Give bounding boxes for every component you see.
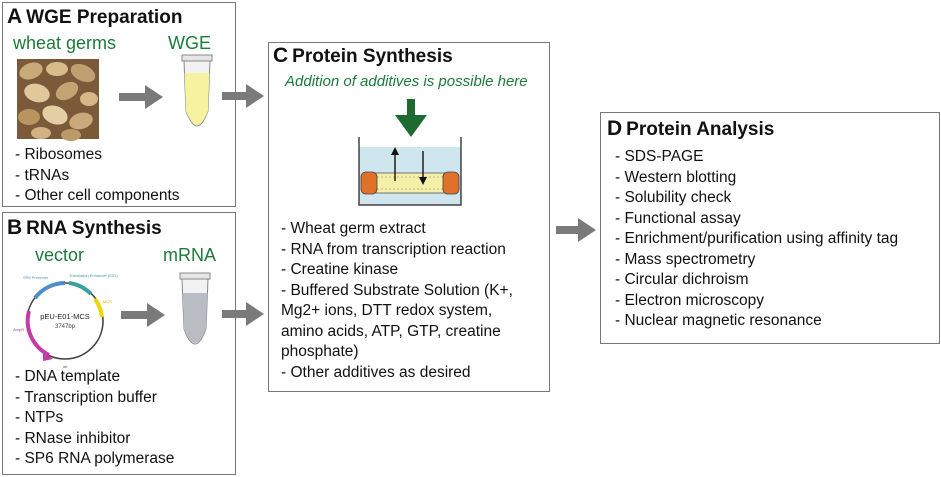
list-item: Mass spectrometry xyxy=(615,250,898,271)
mrna-tube-icon xyxy=(179,272,211,345)
arrow-wheat-to-wge xyxy=(119,85,163,109)
plasmid-name: pEU-E01-MCS xyxy=(40,312,90,321)
list-item: Electron microscopy xyxy=(615,291,898,312)
additives-arrow-icon xyxy=(395,99,427,137)
panel-a-items: Ribosomes tRNAs Other cell components xyxy=(15,145,180,207)
panel-c-items: Wheat germ extract RNA from transcriptio… xyxy=(281,219,513,383)
panel-a-letter: A xyxy=(7,5,23,28)
list-item: Creatine kinase xyxy=(281,260,513,281)
mrna-label: mRNA xyxy=(163,245,216,265)
vector-label: vector xyxy=(35,245,85,265)
panel-b-letter: B xyxy=(7,216,23,239)
additives-note: Addition of additives is possible here xyxy=(285,73,528,90)
plasmid-enhancer: Translation Enhancer (E01) xyxy=(69,273,118,278)
list-item: tRNAs xyxy=(15,166,180,187)
panel-b-title: RNA Synthesis xyxy=(26,218,162,239)
list-item: Buffered Substrate Solution (K+, xyxy=(281,281,512,302)
wge-label: WGE xyxy=(168,33,211,53)
arrow-b-to-c xyxy=(222,302,264,326)
panel-b-items: DNA template Transcription buffer NTPs R… xyxy=(15,367,174,470)
list-item: Functional assay xyxy=(615,209,898,230)
list-item-continued: phosphate) xyxy=(281,343,359,360)
list-item: Nuclear magnetic resonance xyxy=(615,311,898,332)
arrow-vector-to-mrna xyxy=(121,303,165,327)
list-item: NTPs xyxy=(15,408,174,429)
panel-c-letter: C xyxy=(273,44,289,67)
arrow-c-to-d xyxy=(556,218,596,242)
list-item: Other cell components xyxy=(15,186,179,207)
list-item: Western blotting xyxy=(615,168,898,189)
list-item-continued: Mg2+ ions, DTT redox system, xyxy=(281,302,493,319)
list-item: RNA from transcription reaction xyxy=(281,240,513,261)
list-item: SP6 RNA polymerase xyxy=(15,449,174,470)
list-item: Ribosomes xyxy=(15,145,180,166)
list-item: DNA template xyxy=(15,367,174,388)
list-item: Other additives as desired xyxy=(281,363,513,384)
list-item: Solubility check xyxy=(615,188,898,209)
list-item: Circular dichroism xyxy=(615,270,898,291)
reaction-vessel-icon xyxy=(358,137,462,206)
panel-d-items: SDS-PAGE Western blotting Solubility che… xyxy=(615,147,898,332)
panel-c-title: Protein Synthesis xyxy=(292,46,453,67)
list-item: Wheat germ extract xyxy=(281,219,513,240)
list-item: Transcription buffer xyxy=(15,388,174,409)
wheat-germs-label: wheat germs xyxy=(13,33,117,53)
panel-d-title: Protein Analysis xyxy=(626,119,775,140)
plasmid-amp: AmpR xyxy=(13,327,24,332)
plasmid-mcs: MCS xyxy=(103,299,112,304)
panel-d-letter: D xyxy=(607,117,623,140)
arrow-a-to-c xyxy=(222,84,264,108)
list-item-continued: amino acids, ATP, GTP, creatine xyxy=(281,322,501,340)
plasmid-promoter: SP6 Promoter xyxy=(23,275,49,280)
panel-a-title: WGE Preparation xyxy=(26,7,183,28)
plasmid-size: 3747bp xyxy=(55,324,76,330)
wge-tube-icon xyxy=(181,54,213,127)
list-item: SDS-PAGE xyxy=(615,147,898,168)
wheat-germs-photo xyxy=(17,59,99,141)
list-item: RNase inhibitor xyxy=(15,429,174,450)
list-item: Enrichment/purification using affinity t… xyxy=(615,229,898,250)
plasmid-map: pEU-E01-MCS 3747bp SP6 Promoter Translat… xyxy=(13,273,118,369)
